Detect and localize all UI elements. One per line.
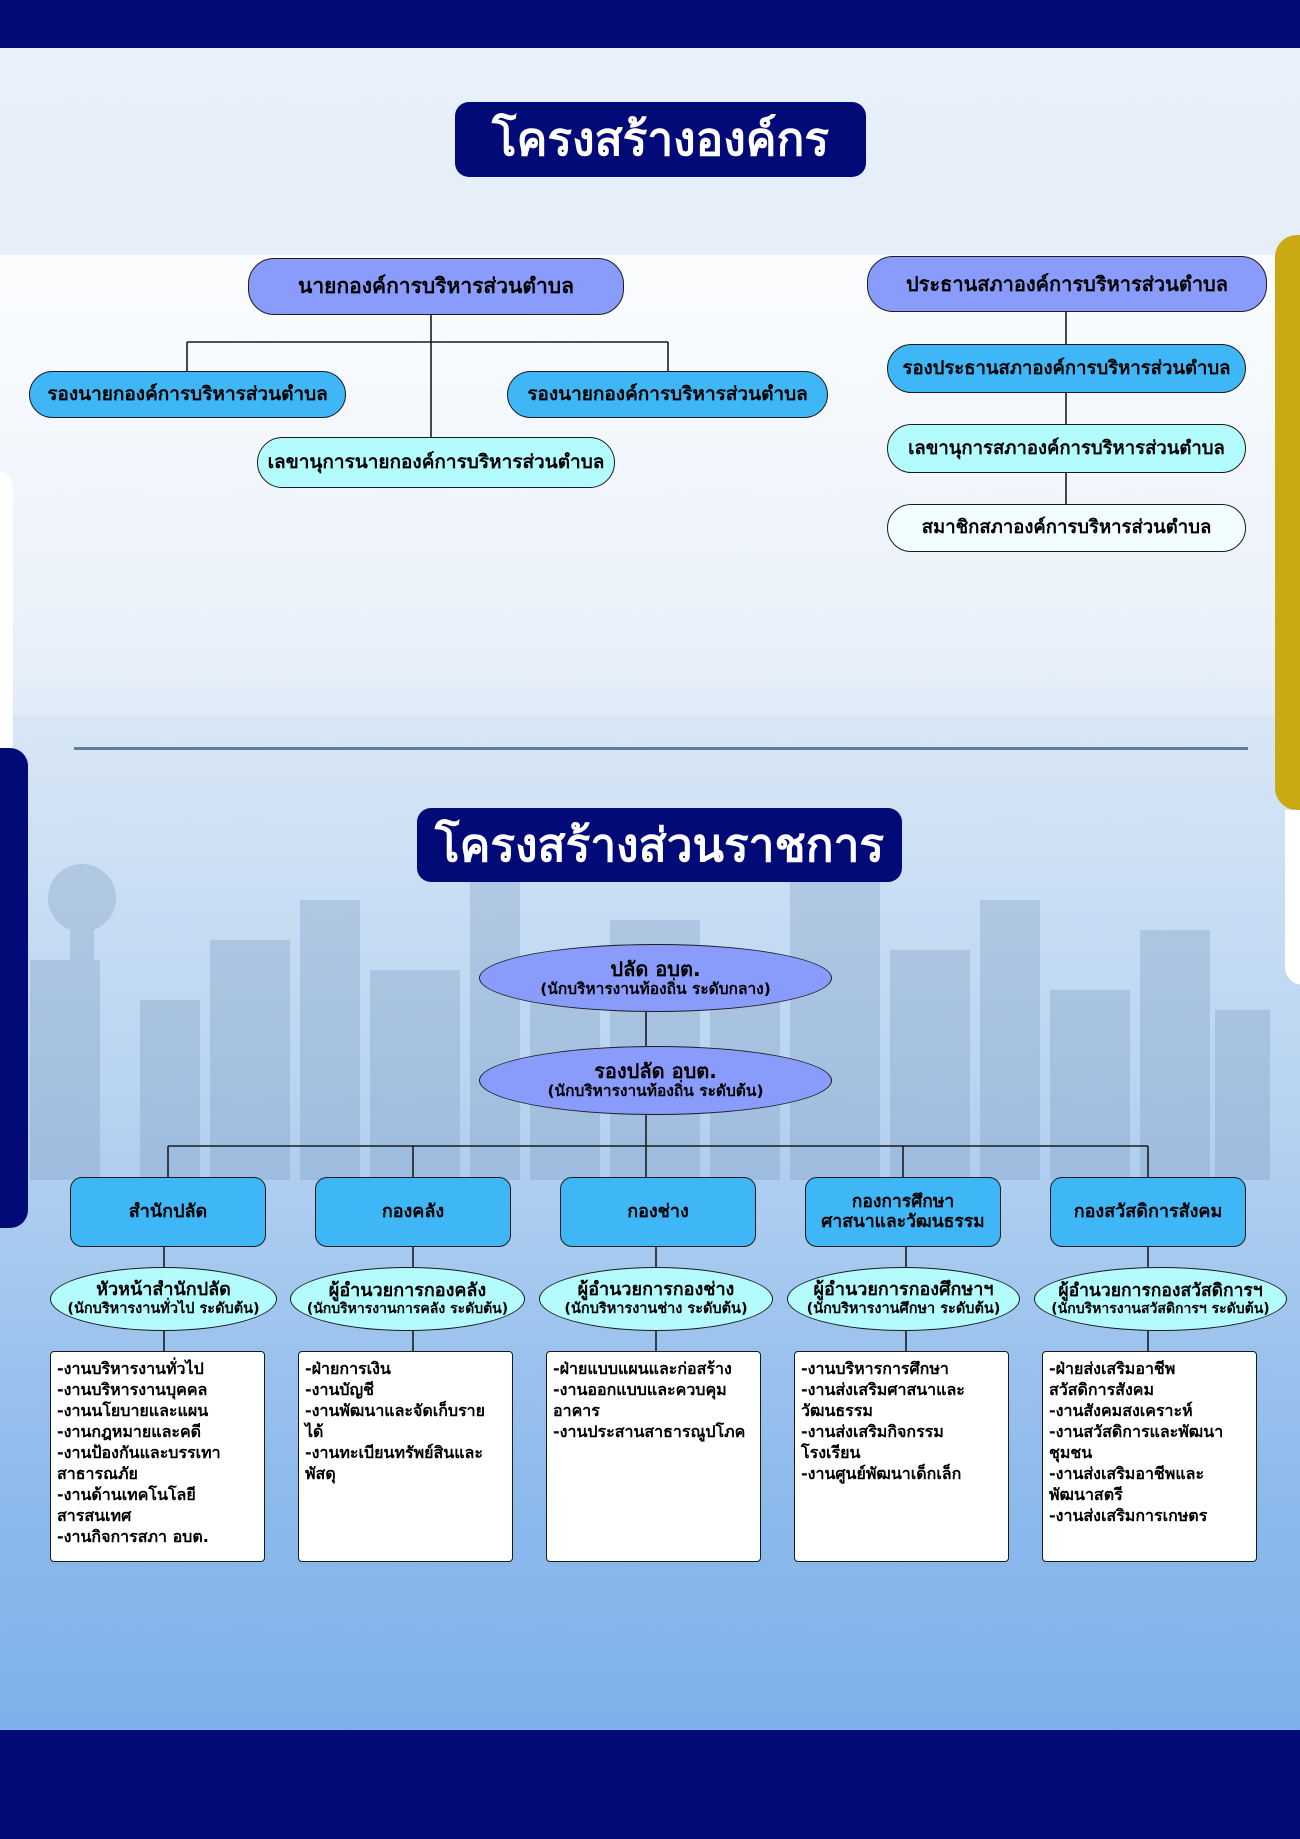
department-education-line2: ศาสนาและวัฒนธรรม: [821, 1212, 985, 1232]
department-node-education: กองการศึกษา ศาสนาและวัฒนธรรม: [805, 1177, 1001, 1247]
task-item: -งานทะเบียนทรัพย์สินและ: [305, 1443, 483, 1462]
deputy-palat-node: รองปลัด อบต. (นักบริหารงานท้องถิ่น ระดับ…: [479, 1046, 832, 1115]
bottom-band: [0, 1730, 1300, 1839]
department-head-subtitle: (นักบริหารงานช่าง ระดับต้น): [564, 1301, 748, 1317]
department-head-node-education: ผู้อำนวยการกองศึกษาฯ (นักบริหารงานศึกษา …: [787, 1267, 1020, 1331]
task-item: -งานส่งเสริมอาชีพและ: [1049, 1464, 1205, 1483]
task-item: สาธารณภัย: [57, 1464, 138, 1483]
task-item: อาคาร: [553, 1401, 600, 1420]
department-node-social-welfare: กองสวัสดิการสังคม: [1050, 1177, 1246, 1247]
department-head-subtitle: (นักบริหารงานการคลัง ระดับต้น): [306, 1301, 509, 1318]
council-members-node: สมาชิกสภาองค์การบริหารส่วนตำบล: [887, 504, 1246, 552]
task-item: -งานบริหารการศึกษา: [801, 1359, 949, 1378]
section-divider: [74, 747, 1248, 750]
department-education-line1: กองการศึกษา: [851, 1191, 955, 1212]
department-node-office-of-palat: สำนักปลัด: [70, 1177, 266, 1247]
task-item: ชุมชน: [1049, 1443, 1093, 1462]
task-item: -งานสังคมสงเคราะห์: [1049, 1401, 1193, 1420]
task-item: -งานกิจการสภา อบต.: [57, 1527, 209, 1546]
department-head-title: ผู้อำนวยการกองคลัง: [328, 1279, 487, 1301]
white-side-accent-right: [1285, 810, 1300, 985]
department-head-subtitle: (นักบริหารงานศึกษา ระดับต้น): [806, 1301, 1001, 1317]
department-node-finance: กองคลัง: [315, 1177, 511, 1247]
government-structure-title: โครงสร้างส่วนราชการ: [417, 808, 902, 882]
palat-subtitle: (นักบริหารงานท้องถิ่น ระดับกลาง): [540, 979, 771, 998]
task-item: สวัสดิการสังคม: [1049, 1380, 1154, 1399]
task-item: -งานบริหารงานบุคคล: [57, 1380, 208, 1399]
task-item: -งานประสานสาธารณูปโภค: [553, 1422, 746, 1441]
task-item: -งานพัฒนาและจัดเก็บราย: [305, 1401, 486, 1420]
task-item: -งานนโยบายและแผน: [57, 1401, 209, 1420]
department-head-node-social-welfare: ผู้อำนวยการกองสวัสดิการฯ (นักบริหารงานสว…: [1034, 1267, 1287, 1331]
task-item: -งานออกแบบและควบคุม: [553, 1380, 727, 1399]
task-item: ได้: [305, 1422, 324, 1441]
mayor-secretary-node: เลขานุการนายกองค์การบริหารส่วนตำบล: [257, 437, 615, 488]
task-item: -งานกฎหมายและคดี: [57, 1422, 202, 1441]
palat-node: ปลัด อบต. (นักบริหารงานท้องถิ่น ระดับกลา…: [479, 944, 832, 1012]
task-item: -ฝ่ายแบบแผนและก่อสร้าง: [553, 1359, 732, 1378]
task-item: พัฒนาสตรี: [1049, 1485, 1123, 1504]
task-list-finance: -ฝ่ายการเงิน -งานบัญชี -งานพัฒนาและจัดเก…: [298, 1351, 513, 1562]
mayor-node: นายกองค์การบริหารส่วนตำบล: [248, 258, 624, 315]
top-band: [0, 0, 1300, 48]
task-item: -งานศูนย์พัฒนาเด็กเล็ก: [801, 1464, 962, 1483]
department-head-title: หัวหน้าสำนักปลัด: [96, 1279, 231, 1301]
department-head-subtitle: (นักบริหารงานสวัสดิการฯ ระดับต้น): [1051, 1301, 1270, 1318]
deputy-palat-title: รองปลัด อบต.: [594, 1059, 717, 1084]
task-item: -งานบริหารงานทั่วไป: [57, 1359, 204, 1378]
navy-side-accent: [0, 748, 28, 1228]
department-head-node-finance: ผู้อำนวยการกองคลัง (นักบริหารงานการคลัง …: [290, 1267, 525, 1331]
task-list-engineering: -ฝ่ายแบบแผนและก่อสร้าง -งานออกแบบและควบค…: [546, 1351, 761, 1562]
palat-title: ปลัด อบต.: [610, 956, 701, 981]
task-item: -งานสวัสดิการและพัฒนา: [1049, 1422, 1224, 1441]
task-item: โรงเรียน: [801, 1443, 861, 1462]
task-item: -งานด้านเทคโนโลยี: [57, 1485, 196, 1504]
department-head-title: ผู้อำนวยการกองสวัสดิการฯ: [1058, 1280, 1263, 1301]
task-item: -งานส่งเสริมกิจกรรม: [801, 1422, 944, 1441]
task-item: -งานบัญชี: [305, 1380, 375, 1399]
task-item: พัสดุ: [305, 1464, 336, 1483]
org-structure-title: โครงสร้างองค์กร: [455, 102, 866, 177]
task-item: -งานส่งเสริมศาสนาและ: [801, 1380, 965, 1399]
department-node-engineering: กองช่าง: [560, 1177, 756, 1247]
white-side-accent-left: [0, 470, 13, 760]
council-vice-president-node: รองประธานสภาองค์การบริหารส่วนตำบล: [887, 344, 1246, 393]
department-head-node-office-of-palat: หัวหน้าสำนักปลัด (นักบริหารงานทั่วไป ระด…: [50, 1267, 277, 1331]
department-head-title: ผู้อำนวยการกองศึกษาฯ: [813, 1279, 994, 1301]
department-head-node-engineering: ผู้อำนวยการกองช่าง (นักบริหารงานช่าง ระด…: [539, 1267, 773, 1331]
background-wash: [0, 255, 1300, 715]
task-item: -ฝ่ายการเงิน: [305, 1359, 391, 1378]
gold-side-accent: [1275, 235, 1300, 810]
task-list-social-welfare: -ฝ่ายส่งเสริมอาชีพ สวัสดิการสังคม -งานสั…: [1042, 1351, 1257, 1562]
council-president-node: ประธานสภาองค์การบริหารส่วนตำบล: [867, 256, 1267, 312]
task-item: -ฝ่ายส่งเสริมอาชีพ: [1049, 1359, 1176, 1378]
task-item: วัฒนธรรม: [801, 1401, 873, 1420]
council-secretary-node: เลขานุการสภาองค์การบริหารส่วนตำบล: [887, 424, 1246, 473]
task-item: สารสนเทศ: [57, 1506, 132, 1525]
task-list-office-of-palat: -งานบริหารงานทั่วไป -งานบริหารงานบุคคล -…: [50, 1351, 265, 1562]
department-head-subtitle: (นักบริหารงานทั่วไป ระดับต้น): [67, 1301, 260, 1317]
deputy-mayor-left-node: รองนายกองค์การบริหารส่วนตำบล: [29, 371, 346, 418]
department-head-title: ผู้อำนวยการกองช่าง: [577, 1279, 735, 1301]
task-item: -งานป้องกันและบรรเทา: [57, 1443, 221, 1462]
deputy-palat-subtitle: (นักบริหารงานท้องถิ่น ระดับต้น): [547, 1082, 764, 1101]
task-list-education: -งานบริหารการศึกษา -งานส่งเสริมศาสนาและ …: [794, 1351, 1009, 1562]
task-item: -งานส่งเสริมการเกษตร: [1049, 1506, 1208, 1525]
deputy-mayor-right-node: รองนายกองค์การบริหารส่วนตำบล: [507, 371, 828, 418]
